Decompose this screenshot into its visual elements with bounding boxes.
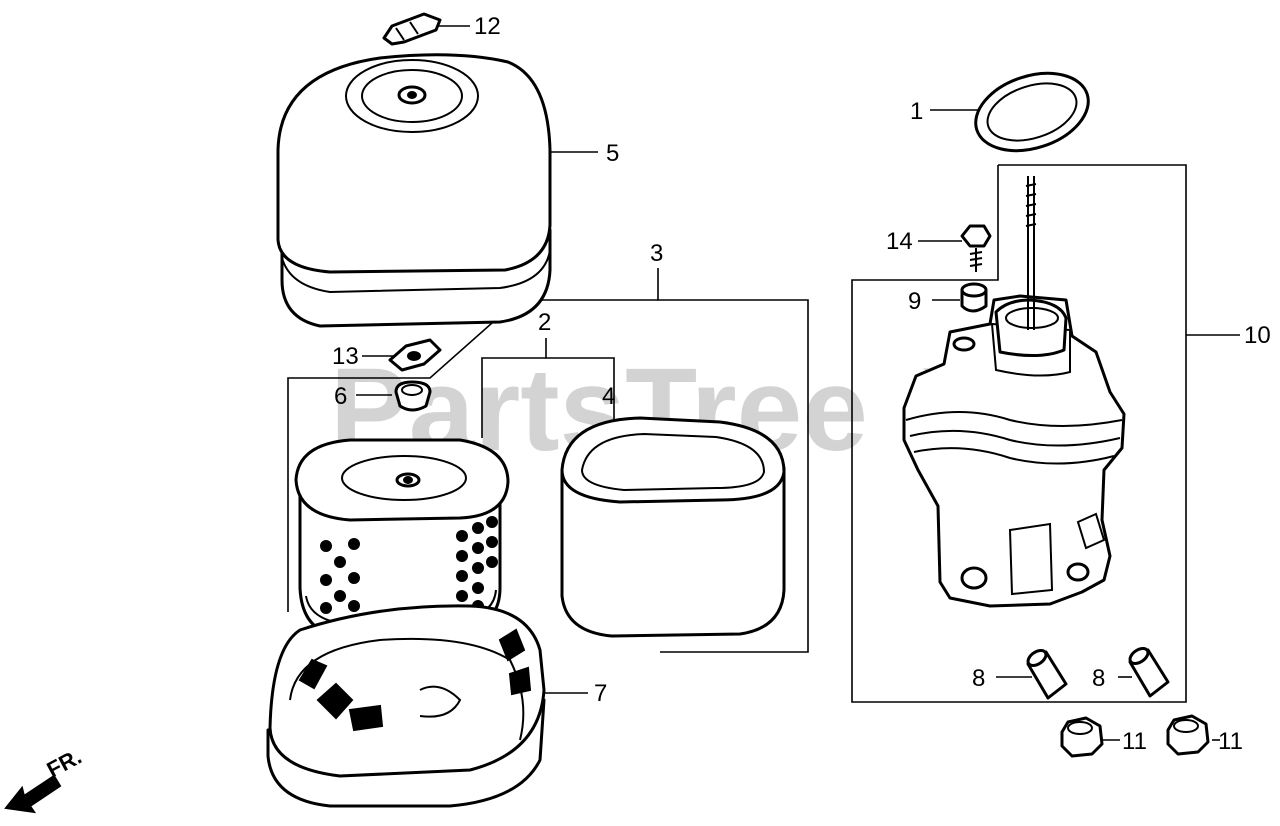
part-air-cleaner-case <box>266 604 546 808</box>
bracket-lines <box>287 164 1240 703</box>
part-dowel-pin-left <box>1026 649 1068 700</box>
part-grommet <box>394 380 432 412</box>
part-paper-filter <box>294 438 510 638</box>
callout-2: 2 <box>538 309 551 336</box>
callout-8-left: 8 <box>972 665 985 692</box>
callout-6: 6 <box>334 383 347 410</box>
callout-3: 3 <box>650 240 663 267</box>
front-direction-label: FR. <box>43 744 86 783</box>
part-nut-left <box>1060 716 1104 758</box>
callout-14: 14 <box>886 228 913 255</box>
part-gasket-ring <box>974 71 1090 153</box>
part-wing-nut <box>388 338 442 372</box>
callout-labels: 12 5 3 2 13 6 4 7 1 14 9 10 8 8 11 11 <box>332 13 1271 755</box>
part-elbow <box>902 176 1126 608</box>
callout-11-right: 11 <box>1218 728 1243 755</box>
part-nut-right <box>1166 714 1210 756</box>
callout-10: 10 <box>1244 322 1271 349</box>
callout-7: 7 <box>594 680 607 707</box>
callout-8-right: 8 <box>1092 665 1105 692</box>
part-clip <box>382 12 442 46</box>
callout-13: 13 <box>332 343 359 370</box>
callout-9: 9 <box>908 288 921 315</box>
part-bolt <box>960 224 992 272</box>
part-air-cleaner-cover <box>276 53 552 328</box>
callout-11-left: 11 <box>1122 728 1147 755</box>
callout-1: 1 <box>910 98 923 125</box>
front-arrow-icon: FR. <box>4 744 86 814</box>
callout-12: 12 <box>474 13 501 40</box>
callout-4: 4 <box>602 383 615 410</box>
leader-lines <box>356 25 1220 741</box>
callout-5: 5 <box>606 140 619 167</box>
part-dowel-pin-right <box>1128 647 1170 698</box>
part-foam-element <box>560 416 786 638</box>
part-collar <box>960 282 988 313</box>
